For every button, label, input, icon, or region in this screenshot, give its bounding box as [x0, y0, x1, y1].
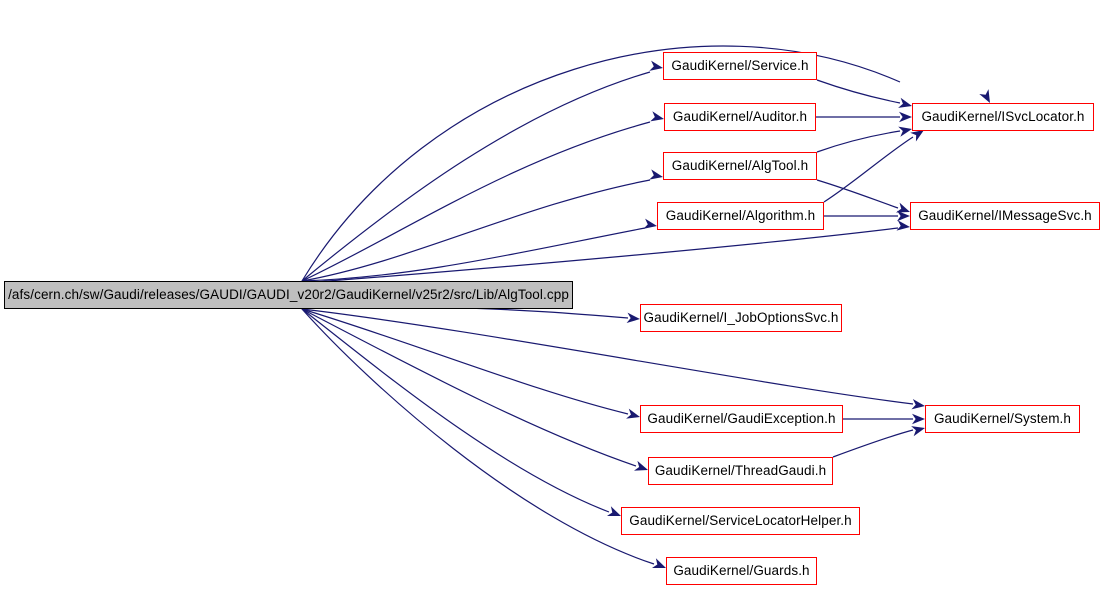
graph-node-label: GaudiKernel/Guards.h: [673, 563, 810, 579]
graph-edge-root-to-auditor: [301, 121, 651, 282]
graph-arrowhead-root-to-auditor: [650, 111, 664, 122]
graph-edge-root-to-guards: [301, 308, 655, 565]
graph-node-imessagesvc[interactable]: GaudiKernel/IMessageSvc.h: [910, 202, 1100, 230]
graph-arrowhead-root-to-system: [911, 399, 925, 410]
graph-node-service[interactable]: GaudiKernel/Service.h: [663, 52, 817, 80]
graph-node-label: GaudiKernel/GaudiException.h: [647, 411, 836, 427]
graph-arrowhead-gaudiexception-to-system: [912, 413, 925, 425]
graph-edge-root-to-gaudiexception: [301, 308, 629, 415]
graph-edge-root-to-imessagesvc: [301, 227, 899, 284]
graph-edge-service-to-isvclocator: [816, 79, 901, 104]
graph-edge-algtool-to-isvclocator: [816, 130, 901, 153]
graph-node-ijoboptionssvc[interactable]: GaudiKernel/I_JobOptionsSvc.h: [640, 304, 842, 332]
graph-node-algtool[interactable]: GaudiKernel/AlgTool.h: [663, 152, 817, 180]
graph-node-label: GaudiKernel/Service.h: [671, 58, 809, 74]
graph-node-label: GaudiKernel/ThreadGaudi.h: [654, 463, 827, 479]
graph-edge-algorithm-to-isvclocator: [823, 136, 914, 203]
graph-arrowhead-algorithm-to-imessagesvc: [897, 210, 910, 222]
graph-arrowhead-root-to-imessagesvc: [896, 220, 910, 231]
graph-edge-algtool-to-imessagesvc: [816, 179, 899, 209]
graph-edge-root-to-servicelocatorhelper: [301, 308, 610, 513]
graph-node-label: GaudiKernel/IMessageSvc.h: [918, 208, 1092, 224]
graph-arrowhead-root-to-service: [649, 60, 663, 71]
graph-arrowhead-service-to-isvclocator: [898, 97, 912, 108]
graph-arrowhead-auditor-to-isvclocator: [899, 111, 912, 123]
graph-arrowhead-root-to-algtool: [649, 169, 663, 180]
graph-node-label: GaudiKernel/AlgTool.h: [671, 158, 809, 174]
graph-node-algorithm[interactable]: GaudiKernel/Algorithm.h: [657, 202, 824, 230]
graph-arrowhead-root-to-algorithm: [643, 218, 657, 229]
graph-node-label: GaudiKernel/System.h: [933, 411, 1072, 427]
graph-edge-root-to-algorithm: [301, 227, 646, 282]
graph-node-label: GaudiKernel/Algorithm.h: [665, 208, 816, 224]
graph-node-gaudiexception[interactable]: GaudiKernel/GaudiException.h: [640, 405, 843, 433]
graph-edge-root-to-service: [301, 71, 651, 282]
graph-node-system[interactable]: GaudiKernel/System.h: [925, 405, 1080, 433]
graph-node-label: GaudiKernel/ISvcLocator.h: [921, 109, 1085, 125]
graph-node-root[interactable]: /afs/cern.ch/sw/Gaudi/releases/GAUDI/GAU…: [4, 281, 573, 309]
graph-node-isvclocator[interactable]: GaudiKernel/ISvcLocator.h: [912, 103, 1094, 131]
graph-node-label: GaudiKernel/ServiceLocatorHelper.h: [629, 513, 852, 529]
graph-edge-threadgaudi-to-system: [832, 429, 914, 458]
graph-node-guards[interactable]: GaudiKernel/Guards.h: [666, 557, 817, 585]
graph-arrowhead-threadgaudi-to-system: [911, 426, 925, 437]
graph-node-label: /afs/cern.ch/sw/Gaudi/releases/GAUDI/GAU…: [8, 287, 569, 303]
graph-arrowhead-algtool-to-isvclocator: [898, 126, 912, 137]
graph-node-threadgaudi[interactable]: GaudiKernel/ThreadGaudi.h: [648, 457, 833, 485]
graph-node-servicelocatorhelper[interactable]: GaudiKernel/ServiceLocatorHelper.h: [621, 507, 860, 535]
graph-node-label: GaudiKernel/I_JobOptionsSvc.h: [643, 310, 839, 326]
graph-edge-root-to-threadgaudi: [301, 308, 637, 467]
graph-node-auditor[interactable]: GaudiKernel/Auditor.h: [664, 103, 816, 131]
graph-edge-root-to-algtool: [301, 179, 651, 282]
graph-node-label: GaudiKernel/Auditor.h: [672, 109, 808, 125]
